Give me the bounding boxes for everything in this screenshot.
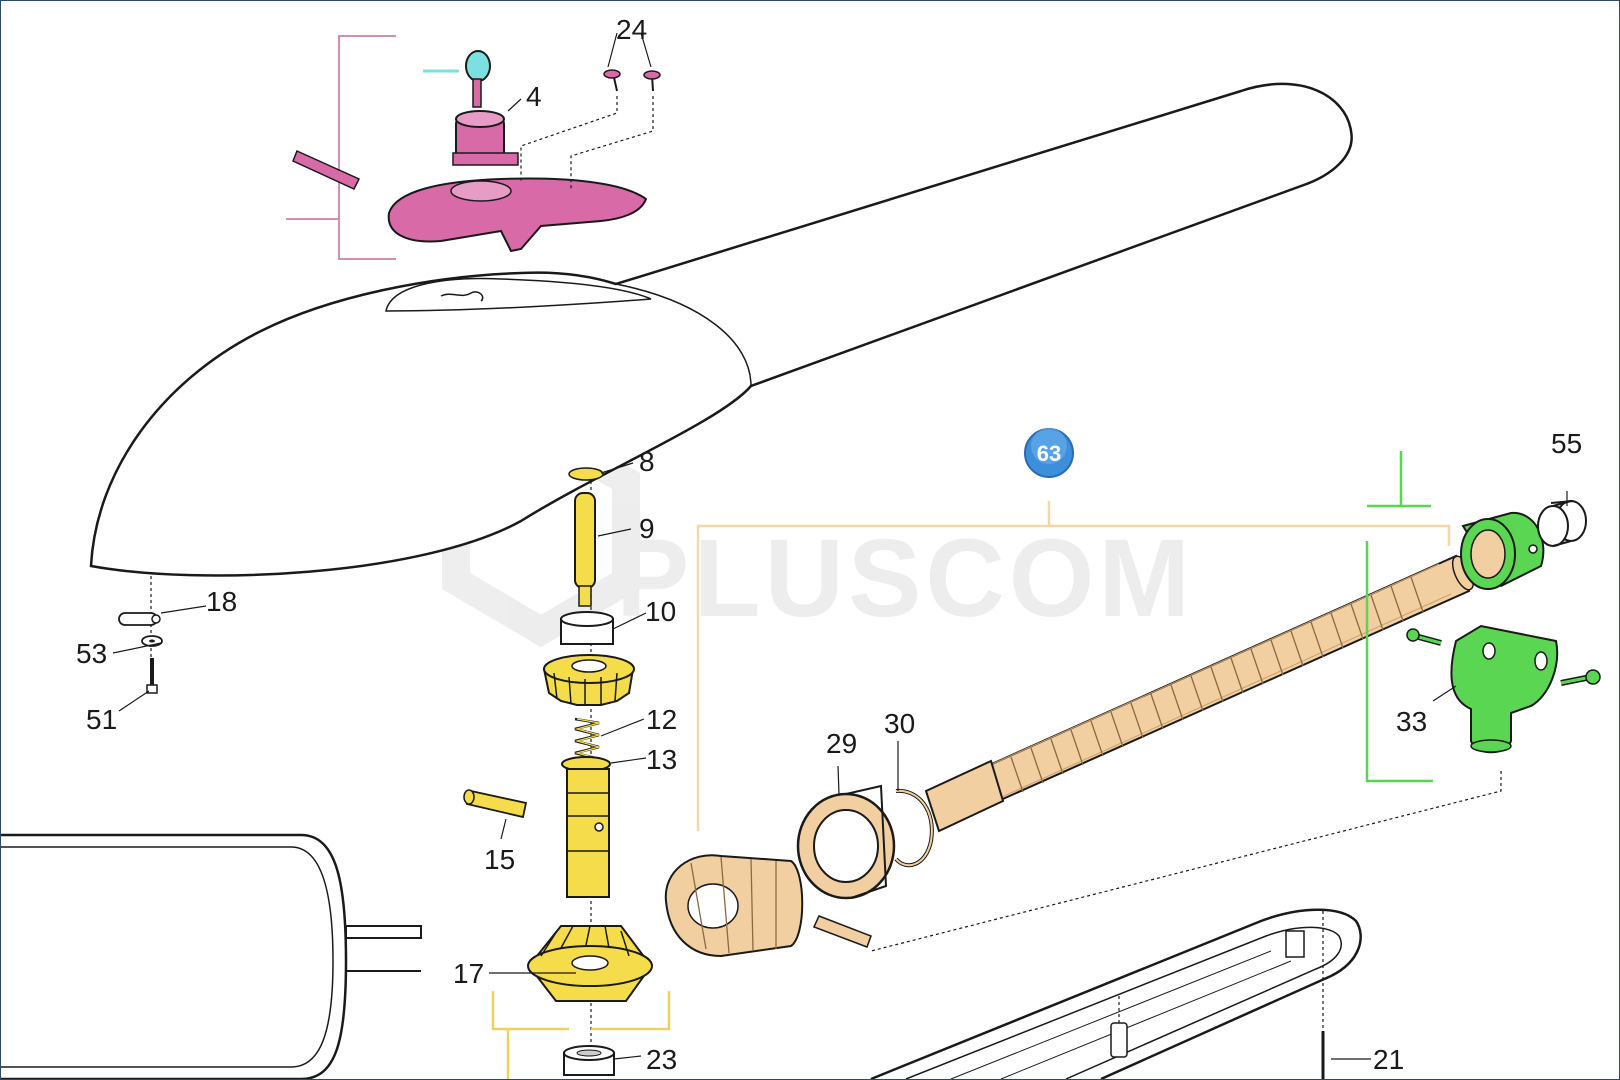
- column-leaders: [489, 462, 647, 1060]
- label-21: 21: [1373, 1044, 1404, 1075]
- bushing-55: [1537, 500, 1587, 547]
- pin-18: [118, 612, 161, 626]
- green-dash-link: [870, 771, 1502, 952]
- badge-63: 63: [1024, 428, 1074, 478]
- yellow-bracket: [491, 991, 671, 1079]
- tan-leaders: [837, 741, 899, 795]
- bushing-23: [563, 1045, 615, 1076]
- green-leaders: [1432, 491, 1568, 702]
- green-bracket: [1365, 451, 1433, 783]
- shaft-9: [574, 492, 596, 607]
- pin-15: [463, 789, 528, 819]
- label-15: 15: [484, 844, 515, 875]
- label-9: 9: [639, 513, 655, 544]
- cover-ridge: [615, 283, 752, 387]
- seal-ring-29: [796, 784, 896, 900]
- key-icon: [465, 50, 491, 108]
- tan-bracket: [696, 501, 1451, 831]
- label-29: 29: [826, 728, 857, 759]
- green-bracket-part-33: [1450, 624, 1559, 754]
- bushing-10: [560, 611, 614, 645]
- pink-bracket: [286, 35, 396, 260]
- motor: [1, 833, 422, 1079]
- label-17: 17: [453, 958, 484, 989]
- watermark-text: PLUSCOM: [616, 517, 1194, 640]
- lower-housing: [870, 908, 1362, 1079]
- circlip-30: [894, 788, 934, 868]
- gear-11: [542, 654, 635, 706]
- green-screw-left: [1406, 628, 1442, 646]
- label-23: 23: [646, 1044, 677, 1075]
- screw-51: [146, 658, 158, 694]
- bevel-gear-17: [527, 925, 653, 1002]
- badge-63-text: 63: [1037, 441, 1061, 466]
- label-53: 53: [76, 638, 107, 669]
- label-55: 55: [1551, 428, 1582, 459]
- lock-cylinder: [452, 110, 519, 166]
- label-12: 12: [646, 704, 677, 735]
- screw-24-pair: [603, 69, 661, 92]
- label-8: 8: [639, 446, 655, 477]
- washer-8: [568, 467, 604, 481]
- lock-cover-plate: [387, 177, 648, 253]
- left-leaders: [112, 605, 207, 712]
- cover-latch-outline: [440, 291, 484, 302]
- label-24: 24: [616, 14, 647, 45]
- spring-12: [574, 717, 602, 761]
- lock-leader: [507, 98, 522, 112]
- label-13: 13: [646, 744, 677, 775]
- label-4: 4: [526, 81, 542, 112]
- screw-24-leaders: [607, 32, 652, 68]
- tan-pin: [812, 915, 872, 948]
- watermark: PLUSCOM: [442, 414, 1194, 648]
- worm-shaft: [924, 554, 1475, 833]
- green-screw-right: [1560, 669, 1601, 686]
- screw-24-dash-lines: [520, 96, 654, 191]
- label-33: 33: [1396, 706, 1427, 737]
- label-18: 18: [206, 586, 237, 617]
- label-30: 30: [884, 708, 915, 739]
- green-coupling: [1460, 511, 1545, 590]
- pink-pin: [292, 149, 361, 190]
- cover-window: [385, 277, 652, 312]
- drive-shaft: [566, 768, 610, 898]
- label-10: 10: [645, 596, 676, 627]
- label-51: 51: [86, 704, 117, 735]
- bevel-gear-tan: [664, 854, 804, 958]
